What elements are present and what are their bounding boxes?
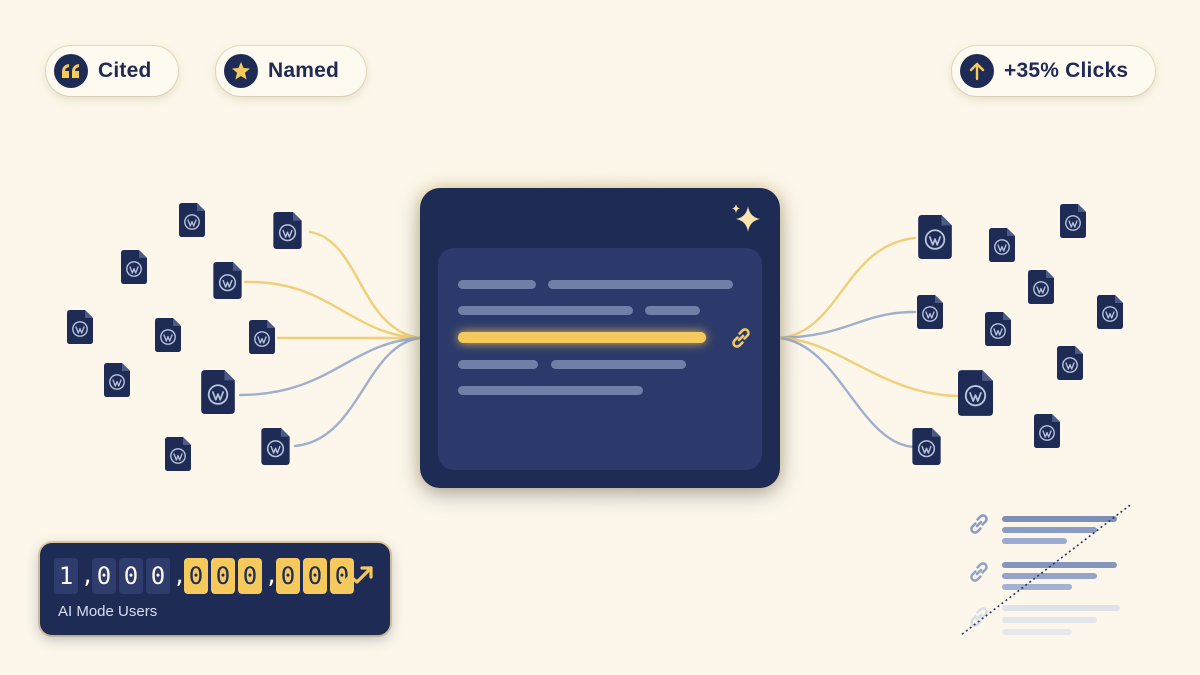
- wordpress-document-icon: [104, 363, 130, 397]
- named-label: Named: [268, 59, 340, 82]
- list-item: [970, 562, 1117, 590]
- text-line: [645, 306, 700, 315]
- wordpress-document-icon: [165, 437, 191, 471]
- wordpress-document-icon: [261, 428, 290, 465]
- star-icon: [224, 54, 258, 88]
- text-line: [458, 306, 633, 315]
- wordpress-document-icon: [1034, 414, 1060, 448]
- counter-caption: AI Mode Users: [58, 603, 158, 620]
- text-line: [551, 360, 686, 369]
- counter-separator: ,: [81, 564, 95, 589]
- counter-digit: 0: [303, 558, 327, 594]
- ai-answer-card: [420, 188, 780, 488]
- chain-link-icon: [970, 562, 988, 582]
- chain-link-icon: [970, 514, 988, 534]
- list-item: [970, 514, 1117, 544]
- wordpress-document-icon: [213, 262, 242, 299]
- wordpress-document-icon: [121, 250, 147, 284]
- counter-digit: 0: [238, 558, 262, 594]
- text-line: [548, 280, 733, 289]
- clicks-badge: +35% Clicks: [952, 46, 1155, 96]
- list-item: [970, 605, 1120, 635]
- named-badge: Named: [216, 46, 366, 96]
- counter-digit: 0: [146, 558, 170, 594]
- wordpress-document-icon: [989, 228, 1015, 262]
- trend-up-icon: [336, 563, 376, 598]
- wordpress-document-icon: [1057, 346, 1083, 380]
- sparkle-icon: [728, 202, 764, 243]
- wordpress-document-icon: [273, 212, 302, 249]
- chain-link-icon: [970, 607, 988, 627]
- counter-digit: 1: [54, 558, 78, 594]
- dotted-divider: [960, 505, 1132, 637]
- wordpress-document-icon: [179, 203, 205, 237]
- counter-digit: 0: [119, 558, 143, 594]
- highlighted-citation-line: [458, 332, 706, 343]
- text-line: [458, 360, 538, 369]
- text-line: [458, 280, 536, 289]
- wordpress-document-icon: [67, 310, 93, 344]
- cited-label: Cited: [98, 59, 152, 82]
- wordpress-document-icon: [201, 370, 235, 414]
- counter-digit: 0: [211, 558, 235, 594]
- fading-link-list: [960, 505, 1132, 637]
- wordpress-document-icon: [1097, 295, 1123, 329]
- quote-icon: [54, 54, 88, 88]
- wordpress-document-icon: [155, 318, 181, 352]
- wordpress-document-icon: [1028, 270, 1054, 304]
- counter-digit: 0: [92, 558, 116, 594]
- counter-separator: ,: [265, 564, 279, 589]
- wordpress-document-icon: [918, 215, 952, 259]
- chain-link-icon: [728, 325, 754, 356]
- wordpress-document-icon: [249, 320, 275, 354]
- answer-panel: [438, 248, 762, 470]
- wordpress-document-icon: [912, 428, 941, 465]
- arrow-up-icon: [960, 54, 994, 88]
- clicks-label: +35% Clicks: [1004, 59, 1129, 82]
- counter-separator: ,: [173, 564, 187, 589]
- wordpress-document-icon: [958, 370, 993, 416]
- wordpress-document-icon: [917, 295, 943, 329]
- cited-badge: Cited: [46, 46, 178, 96]
- text-line: [458, 386, 643, 395]
- counter-digit: 0: [276, 558, 300, 594]
- wordpress-document-icon: [985, 312, 1011, 346]
- wordpress-document-icon: [1060, 204, 1086, 238]
- counter-digit: 0: [184, 558, 208, 594]
